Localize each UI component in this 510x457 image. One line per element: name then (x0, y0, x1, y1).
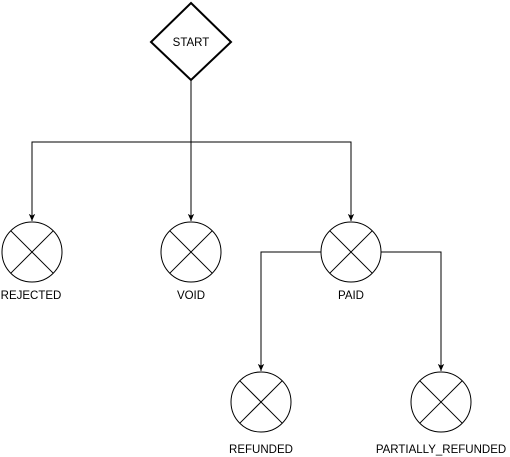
state-label-partially-refunded: PARTIALLY_REFUNDED (376, 444, 506, 456)
edge-start-rejected (28, 80, 192, 221)
start-label: START (173, 37, 210, 49)
edge-paid-partially-refunded (381, 251, 445, 371)
state-label-void: VOID (177, 290, 205, 302)
state-label-refunded: REFUNDED (229, 444, 293, 456)
state-refunded: REFUNDED (229, 371, 293, 456)
state-paid: PAID (320, 221, 382, 302)
state-partially-refunded: PARTIALLY_REFUNDED (376, 371, 506, 456)
state-rejected: REJECTED (1, 221, 63, 302)
edge-paid-refunded (257, 251, 321, 371)
state-label-paid: PAID (338, 290, 364, 302)
state-label-rejected: REJECTED (1, 290, 62, 302)
start-node: START (149, 1, 233, 82)
edge-start-paid (191, 141, 355, 221)
state-void: VOID (160, 221, 222, 302)
